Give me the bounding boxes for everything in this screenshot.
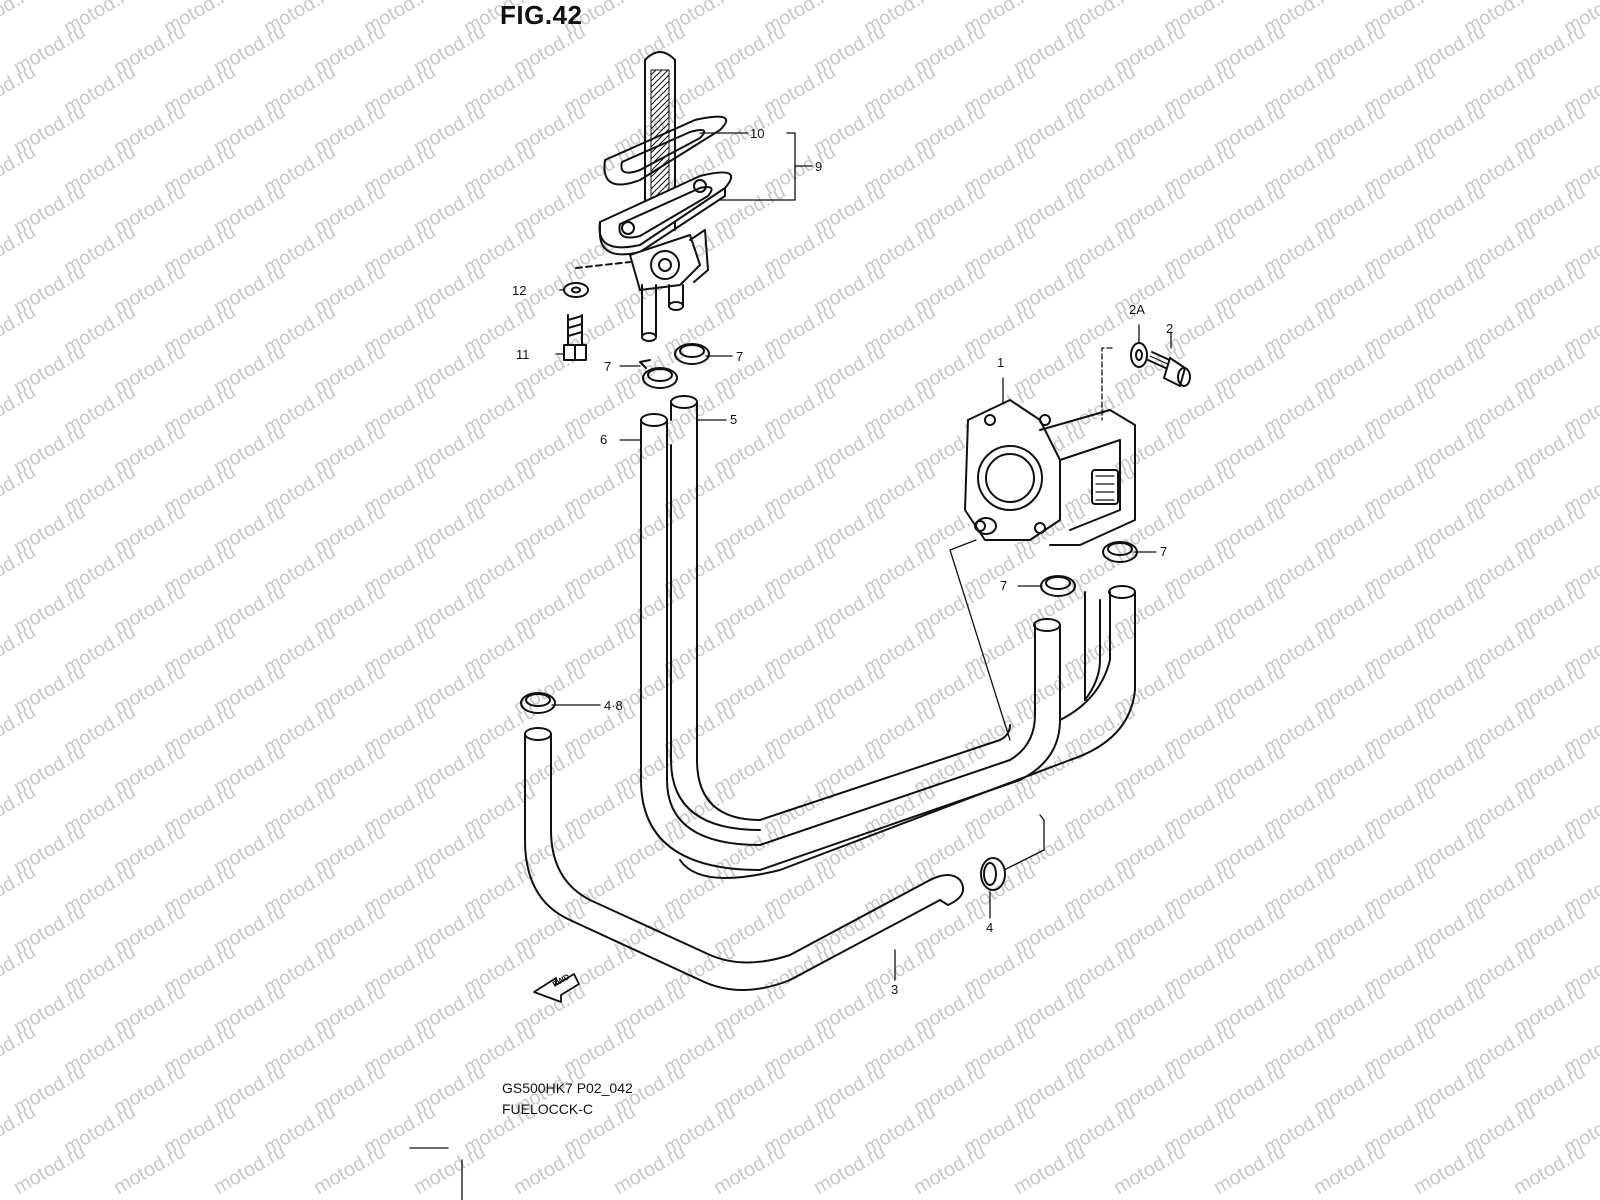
bolt-2-drawing — [1101, 331, 1191, 421]
section-name: FUELOCCK-C — [502, 1101, 594, 1117]
fuel-cock-assembly — [575, 51, 732, 342]
clamp-7-right — [674, 343, 733, 365]
callout-9: 9 — [815, 159, 823, 174]
washer-12-drawing — [559, 282, 589, 298]
fuel-valve-1-drawing — [949, 377, 1136, 741]
callout-2a: 2A — [1129, 302, 1145, 317]
washer-2a-drawing — [1130, 324, 1148, 368]
clamp-7-pump-right — [1102, 541, 1157, 563]
bolt-11-drawing — [555, 314, 587, 361]
callout-7-right: 7 — [736, 349, 744, 364]
callout-10: 10 — [750, 126, 765, 141]
fwd-arrow-icon — [533, 973, 580, 1003]
hose-3 — [524, 727, 964, 991]
clamp-7-pump-left — [1017, 575, 1076, 597]
leader-9-10 — [699, 132, 813, 201]
hose-5 — [670, 395, 1136, 879]
callout-7-pump-left: 7 — [1000, 578, 1008, 593]
model-code: GS500HK7 P02_042 — [502, 1080, 633, 1096]
callout-7-pump-right: 7 — [1160, 544, 1168, 559]
callout-12: 12 — [512, 283, 527, 298]
callout-4: 4 — [986, 920, 994, 935]
clamp-7-left — [619, 359, 678, 389]
crop-marks — [409, 1147, 463, 1200]
callout-7-left: 7 — [604, 359, 612, 374]
hose-6 — [640, 413, 1061, 871]
clamp-4-8-drawing — [520, 692, 601, 714]
callout-3: 3 — [891, 982, 899, 997]
callout-1: 1 — [997, 355, 1005, 370]
clamp-4-drawing — [980, 814, 1045, 919]
callout-4-8: 4·8 — [604, 698, 623, 713]
callout-5: 5 — [730, 412, 738, 427]
callout-6: 6 — [600, 432, 608, 447]
callout-11: 11 — [516, 347, 530, 362]
callout-2: 2 — [1166, 321, 1174, 336]
figure-title: FIG.42 — [500, 0, 583, 30]
